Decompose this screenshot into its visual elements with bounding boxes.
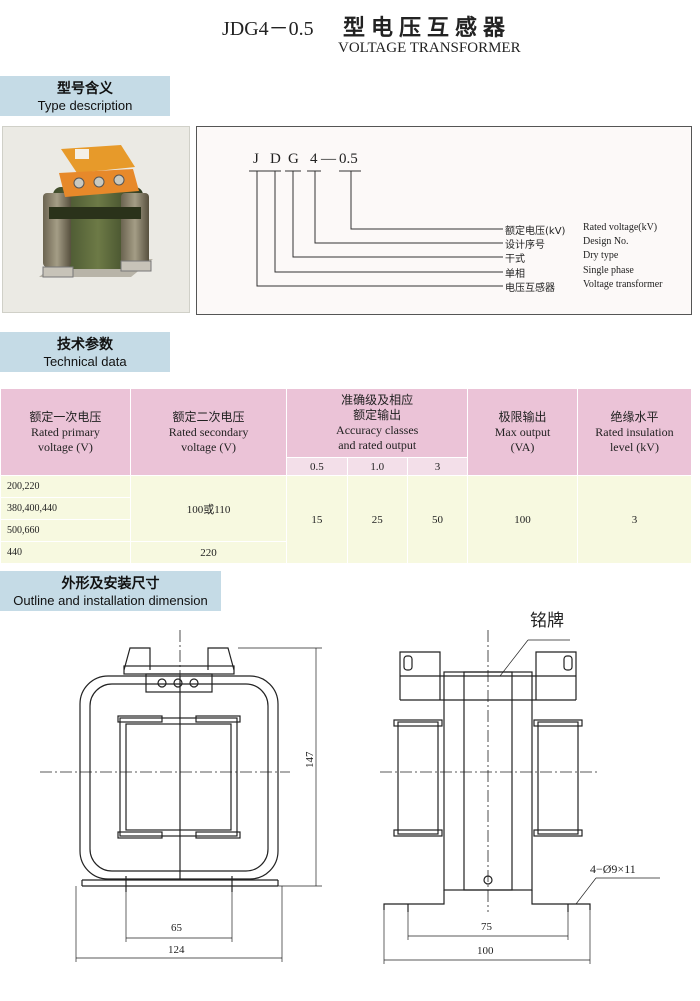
section-tech-cn: 技术参数 — [57, 336, 113, 352]
header-primary-voltage: 额定一次电压 Rated primary voltage (V) — [0, 388, 131, 476]
output-class-1-0: 25 — [346, 475, 408, 564]
section-type-en: Type description — [37, 98, 133, 113]
product-name-en: VOLTAGE TRANSFORMER — [338, 40, 521, 56]
header-accuracy-cn2: 额定输出 — [353, 408, 402, 422]
header-secondary-voltage: 额定二次电压 Rated secondary voltage (V) — [129, 388, 288, 476]
label-dry-type-cn: 干式 — [505, 254, 525, 265]
code-letter-d: D — [270, 151, 281, 167]
nameplate-label: 铭牌 — [530, 611, 564, 631]
section-outline-cn: 外形及安装尺寸 — [61, 575, 160, 591]
dim-front-height: 147 — [304, 751, 316, 769]
product-photo — [2, 126, 190, 313]
header-max-en1: Max output — [494, 424, 551, 439]
header-insulation-cn: 绝缘水平 — [610, 409, 659, 424]
label-design-no-cn: 设计序号 — [505, 240, 545, 251]
class-0-5: 0.5 — [286, 457, 348, 476]
label-voltage-transformer-cn: 电压互感器 — [505, 283, 555, 294]
class-3: 3 — [406, 457, 469, 476]
header-insulation: 绝缘水平 Rated insulation level (kV) — [576, 388, 693, 476]
technical-data-table: 额定一次电压 Rated primary voltage (V) 额定二次电压 … — [0, 388, 693, 564]
label-rated-voltage-cn: 额定电压(kV) — [505, 226, 566, 237]
label-design-no-en: Design No. — [583, 236, 629, 247]
dim-side-overall-width: 100 — [477, 945, 494, 957]
type-code-diagram: J D G 4 — 0.5 额定电压(kV) Rated voltage(kV)… — [196, 126, 692, 315]
max-output-value: 100 — [467, 475, 578, 564]
header-accuracy-en1: Accuracy classes — [336, 423, 419, 437]
header-insulation-en2: level (kV) — [609, 439, 659, 454]
label-single-phase-en: Single phase — [583, 265, 634, 276]
header-primary-cn: 额定一次电压 — [29, 409, 102, 424]
secondary-value-2: 220 — [129, 541, 288, 564]
output-class-3: 50 — [406, 475, 469, 564]
header-insulation-en1: Rated insulation — [595, 424, 674, 439]
dim-hole-spec: 4−Ø9×11 — [590, 862, 636, 876]
section-header-type: 型号含义 Type description — [0, 76, 170, 116]
code-design-no: 4 — [310, 151, 318, 167]
dim-side-mount-width: 75 — [481, 921, 492, 933]
code-voltage: 0.5 — [339, 151, 358, 167]
header-secondary-en1: Rated secondary — [168, 424, 249, 439]
header-accuracy: 准确级及相应 额定输出 Accuracy classes and rated o… — [286, 388, 469, 458]
primary-value-1: 200,220 — [0, 475, 131, 498]
header-primary-en1: Rated primary — [30, 424, 100, 439]
section-tech-en: Technical data — [43, 354, 127, 369]
output-class-0-5: 15 — [286, 475, 348, 564]
header-max-cn: 极限输出 — [498, 409, 547, 424]
header-primary-en2: voltage (V) — [37, 439, 93, 454]
header-secondary-cn: 额定二次电压 — [172, 409, 245, 424]
code-letter-g: G — [288, 151, 299, 167]
header-secondary-en2: voltage (V) — [181, 439, 237, 454]
section-type-cn: 型号含义 — [57, 80, 113, 96]
code-letter-j: J — [253, 151, 259, 167]
label-dry-type-en: Dry type — [583, 250, 619, 261]
secondary-value-1: 100或110 — [129, 475, 288, 542]
dim-front-mount-width: 65 — [171, 922, 182, 934]
code-dash: — — [321, 151, 336, 167]
primary-value-3: 500,660 — [0, 519, 131, 542]
label-rated-voltage-en: Rated voltage(kV) — [583, 222, 658, 233]
header-max-en2: (VA) — [510, 439, 535, 454]
primary-value-2: 380,400,440 — [0, 497, 131, 520]
header-accuracy-cn1: 准确级及相应 — [341, 393, 414, 407]
class-1-0: 1.0 — [346, 457, 408, 476]
label-voltage-transformer-en: Voltage transformer — [583, 279, 663, 290]
insulation-value: 3 — [576, 475, 693, 564]
model-number: JDG4－0.5 — [222, 18, 314, 40]
product-name-cn: 型电压互感器 — [343, 16, 512, 41]
section-header-tech: 技术参数 Technical data — [0, 332, 170, 372]
outline-drawing — [40, 630, 660, 964]
section-header-outline: 外形及安装尺寸 Outline and installation dimensi… — [0, 571, 221, 611]
header-accuracy-en2: and rated output — [338, 438, 417, 452]
type-code-leader-lines — [249, 170, 503, 287]
dim-front-overall-width: 124 — [168, 944, 185, 956]
section-outline-en: Outline and installation dimension — [13, 593, 208, 608]
header-max-output: 极限输出 Max output (VA) — [467, 388, 578, 476]
primary-value-4: 440 — [0, 541, 131, 564]
label-single-phase-cn: 单相 — [505, 269, 525, 280]
